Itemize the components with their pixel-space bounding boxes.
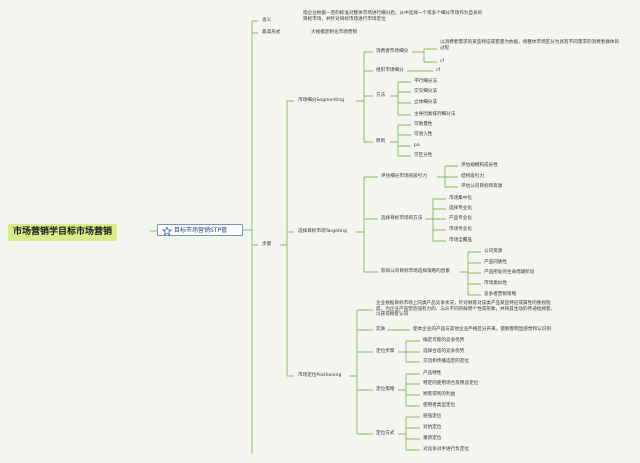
factor-item[interactable]: 公司资源 (484, 249, 503, 254)
method-item[interactable]: 平行细分法 (414, 79, 437, 84)
pos-step-item[interactable]: 确定可能的竞争优势 (423, 338, 465, 343)
evaluate-node[interactable]: 评估细分市场的吸引力 (381, 174, 427, 179)
strategy-item[interactable]: 市场集中化 (449, 196, 472, 201)
method-node[interactable]: 方法 (376, 93, 386, 98)
pos-strategy-item[interactable]: 顾客得到的利益 (423, 392, 456, 397)
definition-text: 指企业根据一定的标准对整体市场进行细分后，从中选择一个或多个细分市场作为自身的目… (303, 11, 483, 22)
pos-method-node[interactable]: 定位方式 (376, 431, 395, 436)
root-node[interactable]: 市场营销学目标市场营销 (8, 224, 118, 241)
principle-item[interactable]: 可衡量性 (414, 122, 433, 127)
positioning-definition: 企业根据目标市场上同类产品竞争状况，针对顾客对该类产品某些特征或属性的重视程度，… (376, 301, 556, 318)
steps-label[interactable]: 步骤 (262, 242, 272, 247)
essence-node[interactable]: 实质 (376, 327, 386, 332)
consumer-sub-node[interactable]: cf (440, 59, 445, 64)
pos-steps-node[interactable]: 定位步骤 (376, 349, 395, 354)
pos-strategy-item[interactable]: 产品特性 (423, 371, 442, 376)
strategy-item[interactable]: 选择专业化 (449, 206, 472, 211)
factor-item[interactable]: 竞争者营销策略 (484, 292, 517, 297)
principle-item[interactable]: 可区分性 (414, 153, 433, 158)
pos-method-item[interactable]: 对抗定位 (423, 425, 442, 430)
org-market-node[interactable]: 组织市场细分 (376, 68, 404, 73)
method-item[interactable]: 主导因素排列细分法 (414, 112, 456, 117)
principle-item[interactable]: pa (414, 143, 420, 148)
definition-label[interactable]: 含义 (262, 18, 272, 23)
pos-method-item[interactable]: 重新定位 (423, 436, 442, 441)
segmenting-node[interactable]: 市场细分Segmenting (298, 98, 345, 103)
method-item[interactable]: 立体细分法 (414, 100, 437, 105)
consumer-market-node[interactable]: 消费者市场细分 (376, 49, 409, 54)
center-label: 目标市场营销STP管 (174, 227, 228, 234)
positioning-node[interactable]: 市场定位Positioning (298, 373, 342, 378)
org-sub-node[interactable]: cf (436, 68, 441, 73)
strategy-item[interactable]: 市场专业化 (449, 227, 472, 232)
center-node[interactable]: 目标市场营销STP管 (157, 224, 243, 236)
basic-form-label[interactable]: 最高形式 (262, 30, 281, 35)
targeting-node[interactable]: 选择目标市场Targeting (298, 229, 347, 234)
pos-step-item[interactable]: 选择合适的竞争优势 (423, 349, 465, 354)
factor-item[interactable]: 产品同质性 (484, 260, 507, 265)
pos-step-item[interactable]: 交流和传播选定的定位 (423, 359, 469, 364)
pos-strategy-item[interactable]: 使用者类型定位 (423, 403, 456, 408)
evaluate-item[interactable]: 评估公司目标和资源 (461, 184, 503, 189)
strategy-item[interactable]: 市场全覆盖 (449, 238, 472, 243)
star-icon (162, 225, 172, 236)
strategy-item[interactable]: 产品专业化 (449, 216, 472, 221)
principle-item[interactable]: 可进入性 (414, 132, 433, 137)
principle-node[interactable]: 原则 (376, 139, 386, 144)
pos-method-item[interactable]: 避强定位 (423, 414, 442, 419)
pos-method-item[interactable]: 对竞争对手进行负定位 (423, 447, 469, 452)
strategy-node[interactable]: 选择目标市场的方法 (381, 216, 423, 221)
evaluate-item[interactable]: 结构吸引力 (461, 174, 484, 179)
method-item[interactable]: 交叉细分法 (414, 89, 437, 94)
essence-text: 使本企业的产品与其他企业严格区分开来，使顾客明显感觉和认识到 (413, 327, 551, 332)
basic-form-text: 大规模定制化市场营销 (311, 30, 357, 35)
factor-item[interactable]: 产品所处的生命周期阶段 (484, 270, 535, 275)
pos-strategy-node[interactable]: 定位策略 (376, 387, 395, 392)
consumer-market-text: 以消费者需求的某些特征或变量为依据，将整体市场区分为具有不同需求的消费者群体的过… (440, 40, 620, 51)
evaluate-item[interactable]: 评估规模和成长性 (461, 163, 498, 168)
factors-node[interactable]: 影响公司目标市场选择策略的因素 (381, 269, 450, 274)
pos-strategy-item[interactable]: 特定的使用场合及用途定位 (423, 381, 479, 386)
factor-item[interactable]: 市场类似性 (484, 281, 507, 286)
